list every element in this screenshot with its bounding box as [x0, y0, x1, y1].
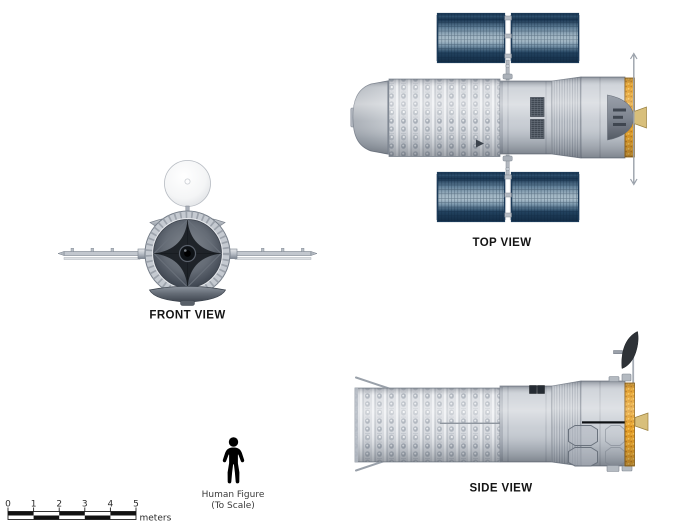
scale-tick-label: 4: [108, 500, 114, 510]
scale-unit-label: meters: [140, 514, 172, 524]
scale-tick-label: 5: [133, 500, 139, 510]
engine-band: [624, 382, 635, 467]
scale-tick-label: 0: [5, 500, 11, 510]
scale-bar-segment: [110, 511, 136, 516]
top-view-drawing: [350, 12, 647, 223]
antenna-mast: [632, 352, 635, 398]
adapter-cone: [551, 76, 582, 159]
engine-nozzle: [634, 412, 649, 431]
dish-antenna-side: [613, 331, 639, 398]
secondary-mirror-spider: [153, 219, 222, 288]
scale-tick-label: 1: [31, 500, 37, 510]
scale-tick-label: 3: [82, 500, 88, 510]
scale-bar-segment: [84, 515, 111, 520]
access-hatch: [568, 425, 598, 446]
access-hatch: [568, 447, 598, 467]
louver-radiator: [530, 97, 545, 117]
equipment-module: [499, 385, 553, 463]
array-shadow-line: [582, 421, 635, 424]
scale-bar-segment: [33, 515, 60, 520]
antenna-boom: [629, 52, 638, 186]
truss-tube: [354, 387, 501, 463]
front-view-drawing: [57, 160, 318, 306]
human-figure-icon: [222, 437, 245, 484]
scale-tick-label: 2: [56, 500, 62, 510]
engine-nozzle: [633, 106, 647, 129]
solar-wing-bottom: [436, 171, 580, 223]
scale-bar-segment: [8, 511, 34, 516]
sensor-box: [537, 385, 545, 394]
equipment-module: [499, 80, 553, 155]
scale-bar-segment: [59, 511, 85, 516]
nose-cone: [350, 80, 391, 155]
front-view-label: FRONT VIEW: [149, 310, 225, 322]
scale-bar: 0 1 2 3 4 5 meters: [5, 500, 171, 524]
top-view-label: TOP VIEW: [472, 237, 531, 249]
solar-wing-top: [436, 12, 580, 64]
human-figure-caption-line1: Human Figure: [202, 490, 265, 500]
sensor-box: [529, 385, 537, 394]
louver-radiator: [530, 119, 545, 139]
side-view-label: SIDE VIEW: [469, 483, 532, 495]
lower-shield: [148, 285, 227, 306]
side-view-drawing: [354, 331, 649, 472]
solar-array-edge-right: [217, 246, 318, 262]
scale-ticks: [7, 507, 137, 512]
solar-array-edge-left: [57, 246, 158, 262]
solar-wing-mast: [505, 59, 510, 81]
access-hatch: [605, 447, 625, 466]
access-hatch: [605, 425, 625, 446]
truss-tube: [388, 78, 501, 157]
human-figure-caption-line2: (To Scale): [211, 501, 255, 511]
direction-marker: [476, 139, 484, 148]
